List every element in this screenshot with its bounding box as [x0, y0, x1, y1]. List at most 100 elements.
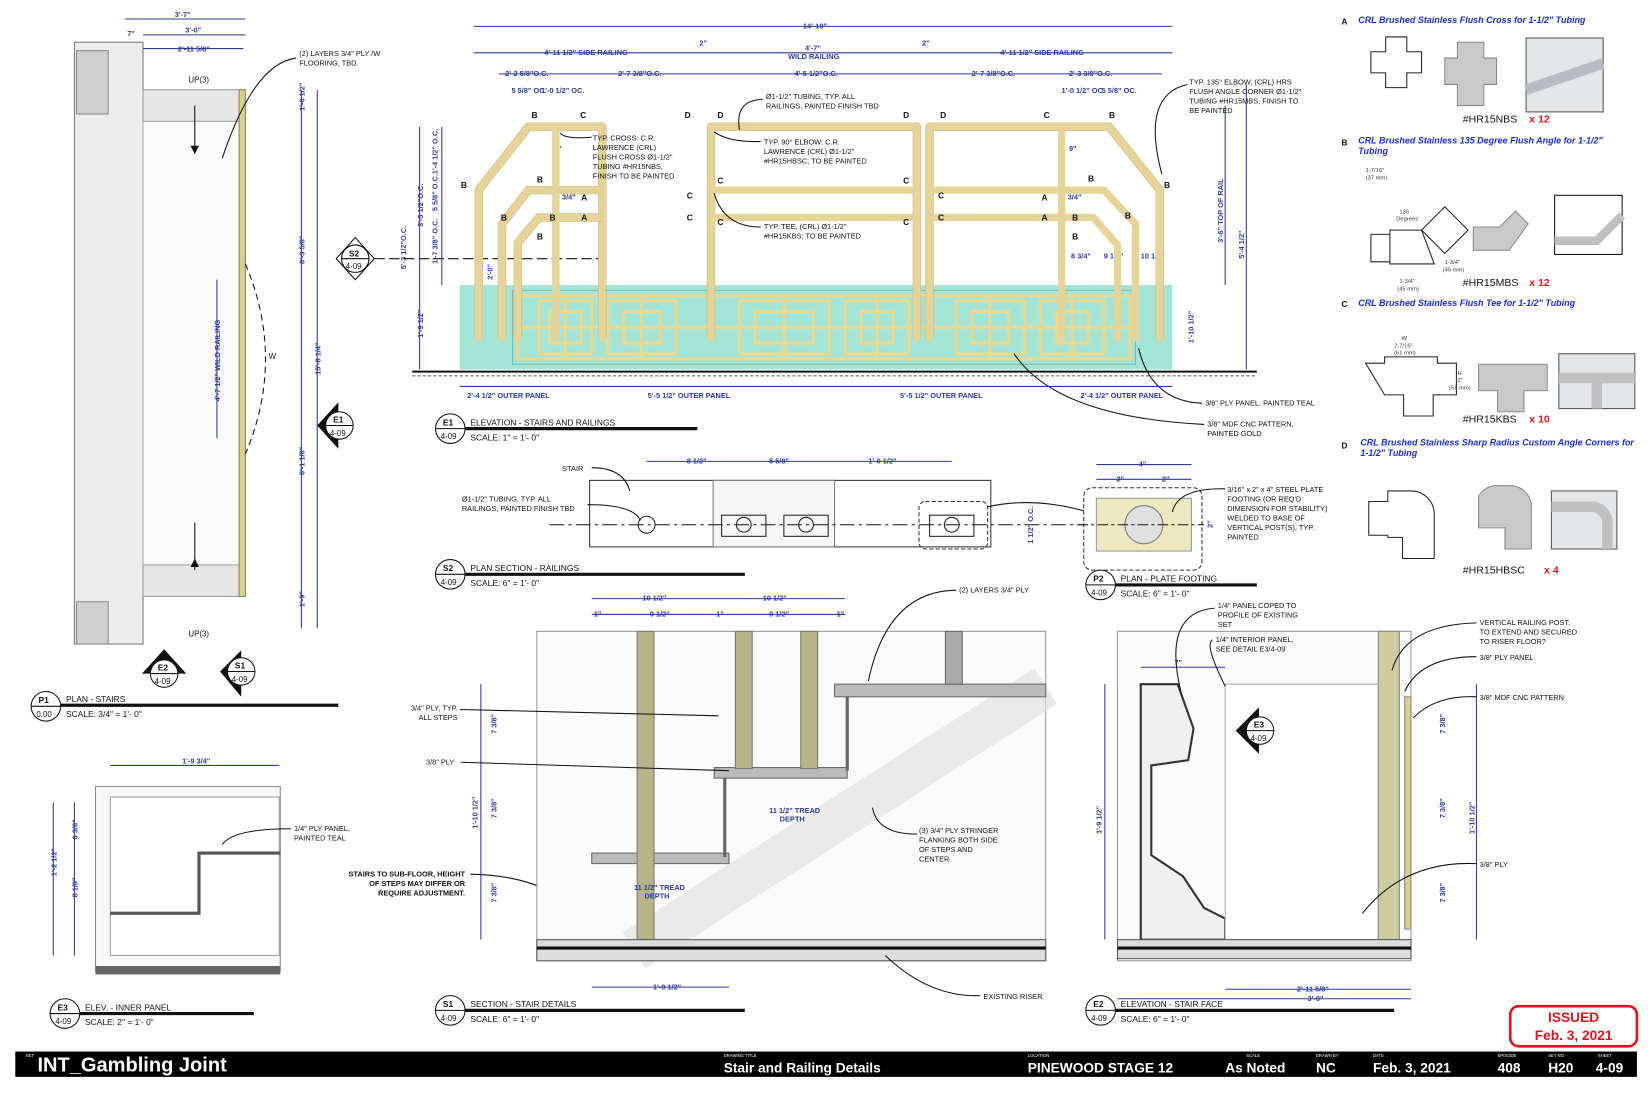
- drawn-by: NC: [1316, 1061, 1336, 1076]
- label: 4-09: [1091, 588, 1107, 597]
- teal-panel-note: 3/8" PLY PANEL, PAINTED TEAL: [1205, 398, 1315, 407]
- label: SET NO.: [1548, 1053, 1565, 1058]
- label: 9 1/2": [650, 610, 670, 619]
- label: 3/16" x 2" x 4" STEEL PLATE: [1227, 485, 1323, 494]
- title-block: SET INT_Gambling Joint DRAWING TITLE Sta…: [15, 1051, 1637, 1077]
- label: 1'-7 3/8" O.C.: [431, 219, 440, 264]
- label: 7 3/8": [1438, 713, 1447, 733]
- label: 5 5/8": [769, 456, 789, 465]
- label: 4-09: [330, 429, 346, 438]
- label: 135: [1399, 209, 1409, 215]
- label: 2": [1206, 520, 1215, 528]
- interior-panel-note: 1/4" INTERIOR PANEL,SEE DETAIL E3/4-09: [1216, 635, 1294, 654]
- label: 1/4" PANEL COPED TO: [1218, 601, 1297, 610]
- label: B: [537, 232, 543, 242]
- label: B: [1072, 213, 1078, 223]
- label: S2: [349, 249, 360, 259]
- section-marker-s2[interactable]: S24-09: [335, 236, 608, 281]
- label: TO EXTEND AND SECURED: [1480, 628, 1577, 637]
- sheet-number: 4-09: [1596, 1061, 1624, 1076]
- label: 1-3/4": [1445, 260, 1460, 266]
- label: 11 1/2" TREAD: [634, 883, 686, 892]
- label: 7 3/8": [490, 882, 499, 902]
- label: 1/4" INTERIOR PANEL,: [1216, 635, 1294, 644]
- railing-post-note: VERTICAL RAILING POST,TO EXTEND AND SECU…: [1480, 618, 1577, 646]
- label: RAILINGS, PAINTED FINISH TBD: [766, 102, 879, 111]
- section-marker-s1[interactable]: S14-09: [220, 650, 256, 697]
- dim: 2": [699, 38, 707, 47]
- label: PROFILE OF EXISTING: [1218, 611, 1299, 620]
- label: PAINTED: [1227, 532, 1258, 541]
- label: D: [717, 110, 723, 120]
- existing-riser-note: EXISTING RISER: [983, 992, 1042, 1001]
- label: SCALE: 1" = 1'- 0": [470, 432, 539, 442]
- label: 1'-4 1/2" O.C.: [431, 129, 440, 174]
- label: (45 mm): [1397, 286, 1419, 292]
- label: CRL Brushed Stainless 135 Degree Flush A…: [1358, 136, 1603, 146]
- elevation-stairs-railings-view: 14'-10" 4'-11 1/2" SIDE RAILING 4'-7" WI…: [399, 22, 1315, 439]
- dim: 4'-7": [805, 44, 821, 53]
- label: C: [717, 217, 723, 227]
- elevation-marker-e1[interactable]: E14-09: [317, 402, 354, 449]
- label: TUBING #HR15NBS,: [593, 162, 663, 171]
- label: #HR15NBS: [1463, 113, 1518, 125]
- label: (51 mm): [1449, 386, 1471, 392]
- label: FLANKING BOTH SIDE: [919, 836, 998, 845]
- label: C: [687, 213, 693, 223]
- label: ELEVATION - STAIR FACE: [1121, 999, 1224, 1009]
- label: 5'-3 1/2"O.C.: [399, 226, 408, 269]
- label: 2'-11 5/8": [1297, 984, 1329, 993]
- label: 2'-0": [485, 263, 494, 279]
- date: Feb. 3, 2021: [1373, 1061, 1451, 1076]
- dim: 2'-3 3/8"O.C.: [1069, 69, 1112, 78]
- view-title-e1: E14-09 ELEVATION - STAIRS AND RAILINGSSC…: [434, 413, 698, 444]
- label: B: [461, 180, 467, 190]
- label: C: [938, 213, 944, 223]
- label: 1'-10 1/2": [1467, 801, 1476, 834]
- catalog-item-a: A CRL Brushed Stainless Flush Cross for …: [1341, 15, 1605, 125]
- ply-typ-note: 3/4" PLY, TYP.ALL STEPS: [411, 704, 458, 723]
- label: 8 3/4": [1071, 252, 1091, 261]
- label: 1'-0 1/2": [653, 982, 682, 991]
- dim-overall: 14'-10": [803, 22, 828, 31]
- label: DRAWN BY: [1316, 1053, 1339, 1058]
- label: #HR15HBSC: [1463, 564, 1526, 576]
- dim: 7": [127, 29, 135, 38]
- dim: 2'-7 3/8"O.C.: [972, 69, 1015, 78]
- label: 3'-0": [1308, 994, 1324, 1003]
- dim: 5 5/8" OC.: [511, 86, 546, 95]
- label: PLAN SECTION - RAILINGS: [470, 563, 579, 573]
- label: 7 3/8": [490, 713, 499, 733]
- label: TUBING #HR15MBS, FINISH TO: [1189, 96, 1298, 105]
- elevation-marker-e3[interactable]: E34-09: [1235, 707, 1275, 754]
- label: B: [1341, 138, 1347, 148]
- set-name: INT_Gambling Joint: [37, 1055, 227, 1077]
- label: SCALE: 6" = 1'- 0": [1121, 589, 1190, 599]
- ply-38-note: 3/8" PLY: [426, 757, 454, 766]
- label: #HR15KBS: [1463, 413, 1517, 425]
- label: P2: [1093, 574, 1104, 584]
- label: 2'-4 1/2" OUTER PANEL: [467, 391, 550, 400]
- label: (3) 3/4" PLY STRINGER: [919, 826, 998, 835]
- label: B: [532, 110, 538, 120]
- label: 4-09: [441, 1014, 457, 1023]
- label: LAWRENCE (CRL) Ø1-1/2": [764, 147, 855, 156]
- label: 4-09: [441, 578, 457, 587]
- label: #HR15MBS: [1463, 277, 1519, 289]
- label: 2": [1116, 474, 1124, 483]
- label: (2) LAYERS 3/4" PLY /W: [299, 49, 380, 58]
- label: SHEET: [1598, 1053, 1612, 1058]
- dim: 15'-8 1/4": [313, 342, 322, 375]
- elevation-marker-e2[interactable]: E24-09: [141, 649, 187, 688]
- label: 4-09: [55, 1017, 71, 1026]
- dim: 6'-3 5/8": [298, 235, 307, 264]
- label: TO RISER FLOOR?: [1480, 637, 1546, 646]
- label: 4-09: [155, 677, 171, 686]
- label: SCALE: 6" = 1'- 0": [1121, 1014, 1190, 1024]
- label: Feb. 3, 2021: [1535, 1028, 1613, 1043]
- dim: 2'-7 3/8"O.C.: [618, 69, 661, 78]
- plan-section-railings-view: 8 1/2" 5 5/8" 1'-0 1/2" 1 1/2" O.C. STAI…: [462, 456, 1089, 550]
